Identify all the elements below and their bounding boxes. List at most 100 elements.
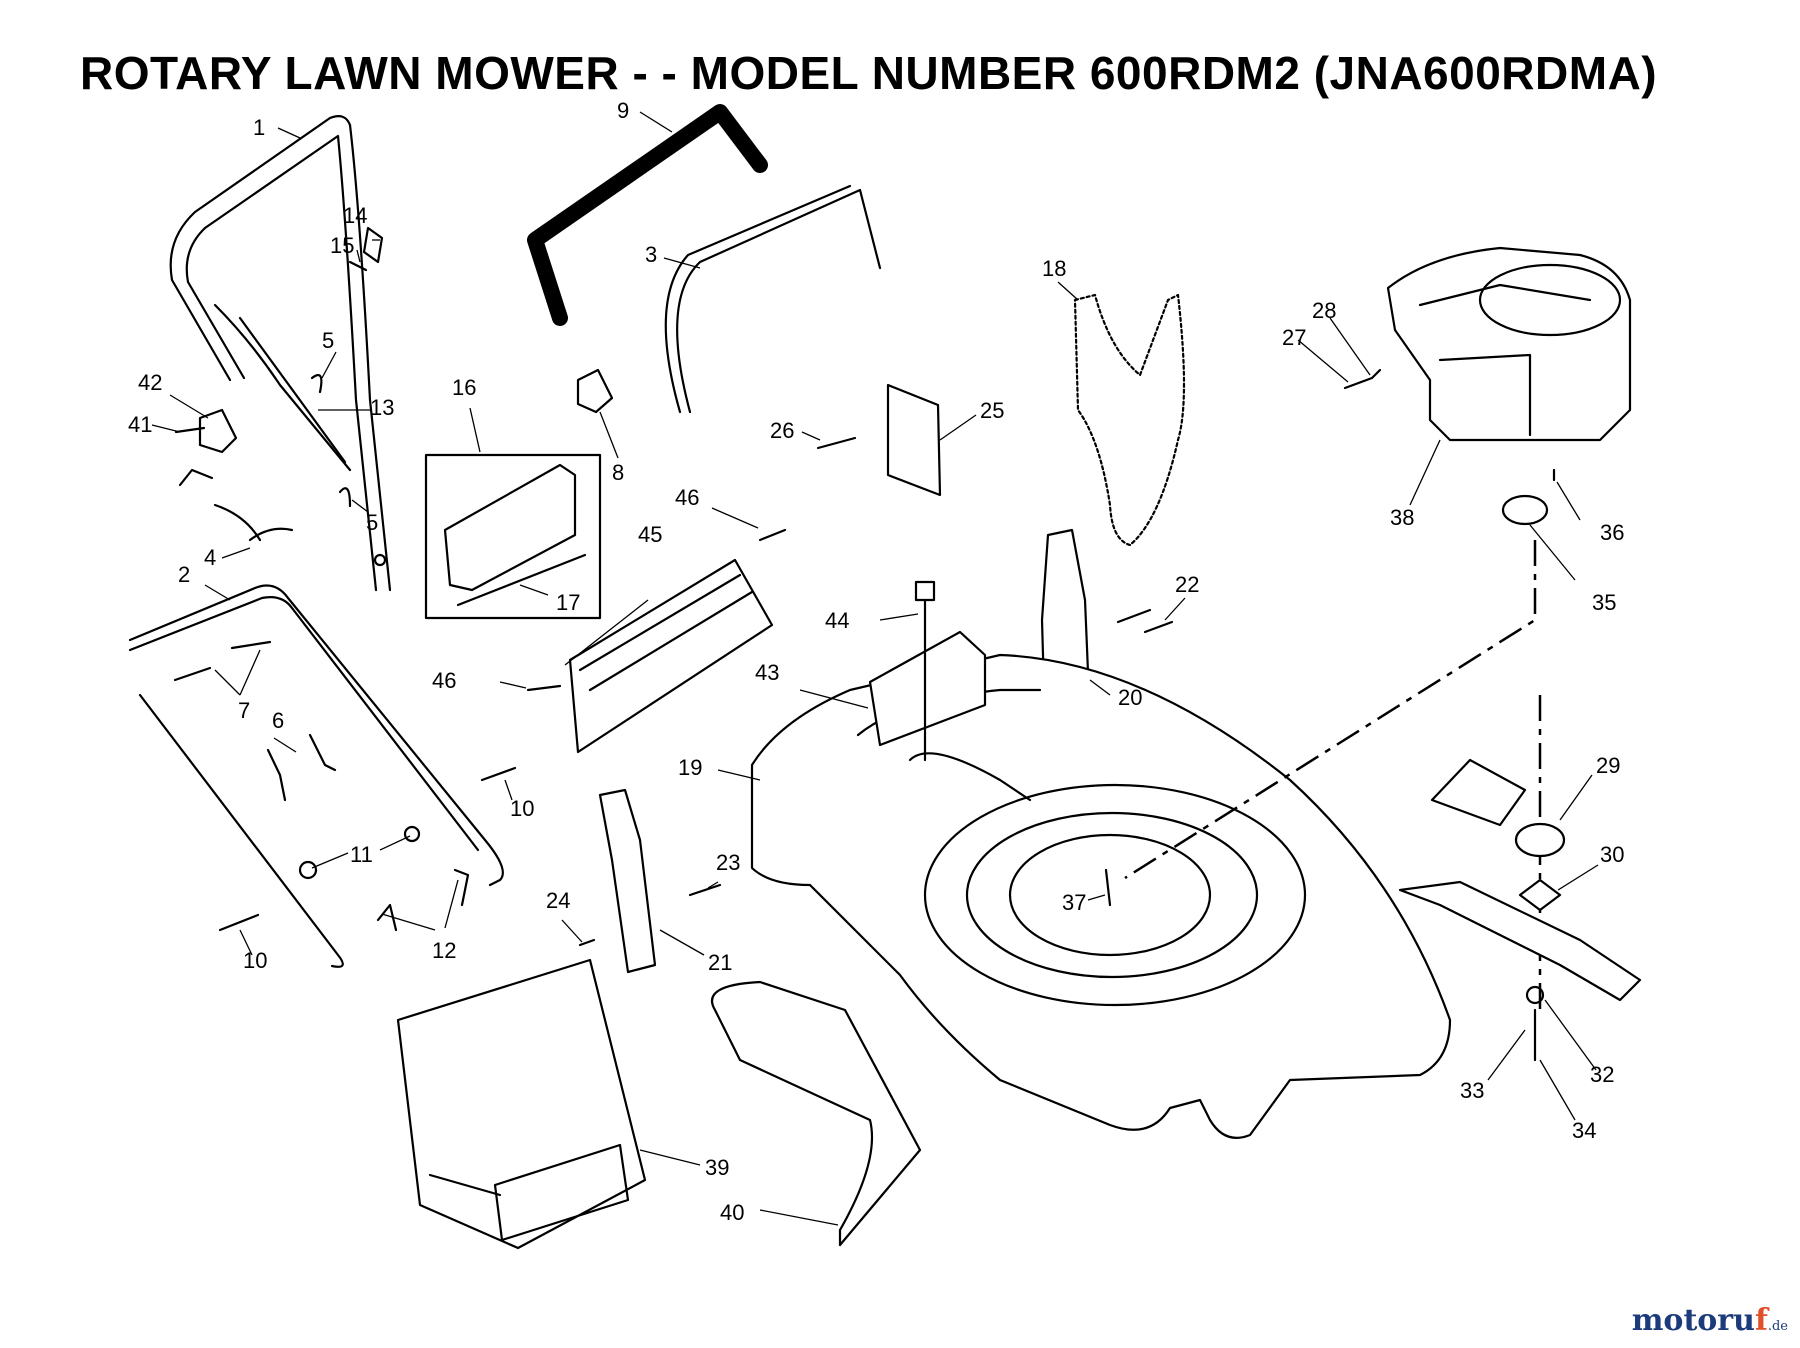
callout-38: 38 <box>1390 505 1414 530</box>
callout-46-lower: 46 <box>432 668 456 693</box>
cutting-blade <box>1398 880 1642 1002</box>
blade-washer <box>1525 985 1545 1005</box>
callout-43: 43 <box>755 660 779 685</box>
callout-27: 27 <box>1282 325 1306 350</box>
callout-41: 41 <box>128 412 152 437</box>
callout-44: 44 <box>825 608 849 633</box>
callout-30: 30 <box>1600 842 1624 867</box>
flap-rod <box>456 553 587 607</box>
blade-hub <box>1514 822 1566 858</box>
handle-knob-right <box>576 368 614 414</box>
callout-5-lower: 5 <box>366 510 378 535</box>
cable-tie-upper <box>310 374 323 394</box>
callout-13: 13 <box>370 395 394 420</box>
handle-nut-right <box>403 825 421 843</box>
callout-46-upper: 46 <box>675 485 699 510</box>
callout-33: 33 <box>1460 1078 1484 1103</box>
callout-17: 17 <box>556 590 580 615</box>
callout-23: 23 <box>716 850 740 875</box>
throttle-cable <box>213 303 352 472</box>
callout-29: 29 <box>1596 753 1620 778</box>
callout-1: 1 <box>253 115 265 140</box>
rear-flap <box>443 463 577 592</box>
callout-21: 21 <box>708 950 732 975</box>
leader-lines <box>151 111 1599 1226</box>
callout-14: 14 <box>343 203 367 228</box>
watermark-logo: motoruf.de <box>1632 1303 1788 1338</box>
handle-bolt-upper <box>480 766 517 782</box>
callout-3: 3 <box>645 242 657 267</box>
callout-15: 15 <box>330 233 354 258</box>
callout-7: 7 <box>238 698 250 723</box>
cable-bracket <box>178 468 294 542</box>
engine <box>1386 246 1632 442</box>
callout-32: 32 <box>1590 1062 1614 1087</box>
callout-16: 16 <box>452 375 476 400</box>
cable-tie-lower <box>338 487 352 508</box>
callout-2: 2 <box>178 562 190 587</box>
callout-10-lower: 10 <box>243 948 267 973</box>
height-adjuster-left <box>598 788 657 974</box>
page-title: ROTARY LAWN MOWER - - MODEL NUMBER 600RD… <box>80 47 1658 99</box>
cable-clip <box>362 226 384 264</box>
callout-22: 22 <box>1175 572 1199 597</box>
callout-labels: 1 9 3 14 15 5 13 42 41 16 8 5 4 2 17 46 … <box>128 98 1624 1225</box>
rear-deflector <box>568 558 774 754</box>
callout-6: 6 <box>272 708 284 733</box>
callout-24: 24 <box>546 888 570 913</box>
blade-clamp <box>1518 878 1562 912</box>
blade-adapter <box>1501 494 1549 526</box>
callout-37: 37 <box>1062 890 1086 915</box>
callout-39: 39 <box>705 1155 729 1180</box>
bracket-bolt <box>816 436 857 450</box>
handle-bolt <box>173 640 272 682</box>
handle-grip-foam <box>527 104 768 326</box>
grass-bag-frame <box>710 980 922 1247</box>
callout-9: 9 <box>617 98 629 123</box>
rear-bracket <box>886 383 942 497</box>
upper-handle <box>169 115 392 592</box>
handle-u-bolt <box>266 733 337 802</box>
screw <box>348 260 368 272</box>
handle-bolt-lower <box>218 913 260 932</box>
grass-catcher-bag <box>396 958 647 1250</box>
callout-19: 19 <box>678 755 702 780</box>
callout-18: 18 <box>1042 256 1066 281</box>
watermark-main: motoru <box>1631 1303 1755 1338</box>
callout-25: 25 <box>980 398 1004 423</box>
callout-5-upper: 5 <box>322 328 334 353</box>
engine-screw <box>1343 368 1382 390</box>
watermark-accent: f <box>1754 1303 1768 1338</box>
callout-42: 42 <box>138 370 162 395</box>
deck-bolt-head <box>914 580 936 602</box>
callout-26: 26 <box>770 418 794 443</box>
callout-40: 40 <box>720 1200 744 1225</box>
callout-4: 4 <box>204 545 216 570</box>
cable-clips <box>376 868 470 932</box>
callout-20: 20 <box>1118 685 1142 710</box>
callout-11: 11 <box>350 842 373 867</box>
callout-45: 45 <box>638 522 662 547</box>
adjuster-bolts <box>1116 608 1174 634</box>
blade-support <box>1430 758 1527 827</box>
deflector-screw-right <box>758 528 787 542</box>
callout-36: 36 <box>1600 520 1624 545</box>
side-discharge-chute <box>1073 293 1186 547</box>
handle-knob-left <box>174 408 238 454</box>
lower-handle <box>128 584 504 968</box>
callout-12: 12 <box>432 938 456 963</box>
callout-35: 35 <box>1592 590 1616 615</box>
operator-bail-bar <box>664 184 882 414</box>
callout-28: 28 <box>1312 298 1336 323</box>
deflector-screw-left <box>526 684 562 692</box>
deck-rear-panel <box>868 630 987 747</box>
callout-34: 34 <box>1572 1118 1596 1143</box>
centre-bolt <box>1104 868 1112 907</box>
adjuster-clip-24 <box>578 938 596 947</box>
handle-nut-left <box>298 860 318 880</box>
callout-8: 8 <box>612 460 624 485</box>
watermark-tld: .de <box>1767 1319 1788 1334</box>
adjuster-bolt-23 <box>688 883 722 897</box>
crankshaft-axis <box>1124 540 1537 880</box>
